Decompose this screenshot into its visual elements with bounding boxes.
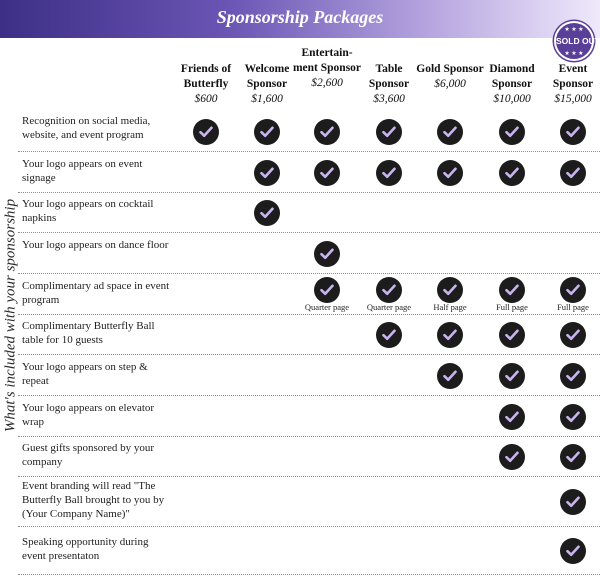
package-header: Event Sponsor $15,000 (538, 62, 600, 107)
package-name: Table Sponsor (368, 63, 410, 90)
ad-size-note: Quarter page (304, 302, 350, 312)
check-icon (254, 200, 280, 226)
benefit-row: Speaking opportunity during event presen… (18, 527, 600, 575)
package-price: $6,000 (434, 78, 466, 90)
check-icon (499, 119, 525, 145)
check-icon (499, 277, 525, 303)
benefit-row: Complimentary Butterfly Ball table for 1… (18, 315, 600, 355)
benefit-label: Your logo appears on step & repeat (22, 360, 148, 387)
package-header: Table Sponsor $3,600 (354, 62, 424, 107)
package-name: Welcome Sponsor (244, 63, 290, 90)
sold-out-text: SOLD OUT (556, 36, 600, 46)
check-icon (437, 119, 463, 145)
check-icon (499, 159, 525, 186)
ad-size-note: Quarter page (366, 302, 412, 312)
benefit-row: Recognition on social media, website, an… (18, 112, 600, 152)
benefit-label: Complimentary Butterfly Ball table for 1… (22, 320, 155, 346)
check-icon (560, 489, 586, 515)
ad-size-note: Half page (433, 302, 467, 312)
benefit-row: Your logo appears on dance floor (18, 233, 600, 274)
package-name: Friends of Butterfly (180, 63, 232, 90)
check-icon (437, 277, 463, 303)
ad-size-note: Full page (557, 302, 589, 312)
ad-size-note: Full page (496, 302, 528, 312)
check-icon (254, 159, 280, 186)
package-name: Entertain-ment Sponsor (292, 47, 362, 74)
page-title: Sponsorship Packages (216, 7, 384, 27)
package-price: $3,600 (373, 93, 405, 105)
benefit-label: Your logo appears on event signage (22, 157, 143, 184)
check-icon (193, 119, 219, 145)
check-icon (560, 538, 586, 564)
check-icon (499, 403, 525, 430)
benefit-row: Your logo appears on step & repeat (18, 355, 600, 396)
check-icon (560, 119, 586, 145)
benefit-row: Guest gifts sponsored by your company (18, 437, 600, 477)
check-icon (314, 159, 340, 186)
benefit-row: Event branding will read "The Butterfly … (18, 477, 600, 527)
package-name: Diamond Sponsor (489, 63, 535, 90)
package-name: Event Sponsor (552, 63, 594, 90)
sold-out-badge: ★ ★ ★ SOLD OUT ★ ★ ★ (554, 21, 600, 61)
benefit-label: Event branding will read "The Butterfly … (22, 480, 165, 520)
package-header: Diamond Sponsor $10,000 (477, 62, 547, 107)
benefit-row: Your logo appears on cocktail napkins (18, 193, 600, 233)
package-price: $10,000 (493, 93, 531, 105)
check-icon (560, 159, 586, 186)
package-price: $2,600 (311, 77, 343, 89)
check-icon (376, 159, 402, 186)
package-header: Friends of Butterfly $600 (171, 62, 241, 107)
benefit-row: Your logo appears on elevator wrap (18, 396, 600, 437)
side-label: What's included with your sponsorship (2, 198, 19, 433)
check-icon (560, 444, 586, 470)
check-icon (314, 277, 340, 303)
benefit-label: Your logo appears on dance floor (22, 238, 169, 251)
benefit-label: Your logo appears on elevator wrap (22, 401, 155, 428)
check-icon (560, 362, 586, 389)
benefit-label: Recognition on social media, website, an… (22, 115, 151, 141)
check-icon (437, 322, 463, 348)
benefit-row: Your logo appears on event signage (18, 152, 600, 193)
check-icon (499, 322, 525, 348)
package-price: $600 (194, 93, 218, 105)
benefit-label: Guest gifts sponsored by your company (22, 442, 154, 468)
package-header: Entertain-ment Sponsor $2,600 (292, 46, 362, 91)
badge-stars-top: ★ ★ ★ (564, 27, 584, 33)
check-icon (499, 362, 525, 389)
badge-stars-bottom: ★ ★ ★ (564, 51, 584, 57)
check-icon (314, 240, 340, 267)
check-icon (314, 119, 340, 145)
check-icon (560, 322, 586, 348)
check-icon (560, 403, 586, 430)
check-icon (376, 322, 402, 348)
header-banner: Sponsorship Packages (0, 0, 600, 38)
check-icon (376, 119, 402, 145)
benefit-label: Complimentary ad space in event program (22, 279, 170, 306)
check-icon (499, 444, 525, 470)
benefit-label: Your logo appears on cocktail napkins (22, 198, 154, 224)
benefit-label: Speaking opportunity during event presen… (22, 536, 149, 562)
check-icon (254, 119, 280, 145)
check-icon (437, 362, 463, 389)
check-icon (437, 159, 463, 186)
package-price: $15,000 (554, 93, 592, 105)
package-header: Gold Sponsor $6,000 (415, 62, 485, 92)
package-header: Welcome Sponsor $1,600 (232, 62, 302, 107)
check-icon (376, 277, 402, 303)
package-price: $1,600 (251, 93, 283, 105)
check-icon (560, 277, 586, 303)
package-name: Gold Sponsor (416, 63, 484, 75)
